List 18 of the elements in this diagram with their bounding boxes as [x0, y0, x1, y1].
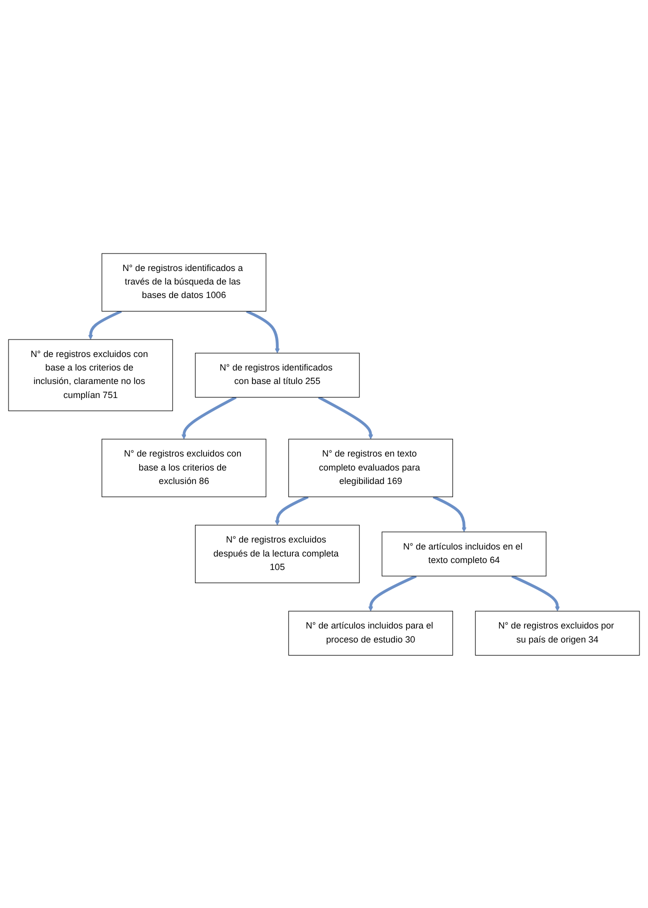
node-box [102, 438, 266, 497]
node-box [382, 531, 546, 576]
node-box [288, 438, 454, 497]
node-box [194, 524, 360, 583]
arrow [181, 396, 237, 439]
arrow [318, 396, 374, 439]
arrow [368, 574, 417, 611]
arrow [432, 495, 467, 532]
node-box [102, 252, 266, 312]
arrow [88, 310, 122, 340]
flowchart: N° de registros identificados a través de la búsqueda de las bases de datos 1006 N° de registros excluidos con base a los criterios de inclusión, claramente no los cumplían 751 N° de registros identificados con base al título 255 N° de registros excluidos con base a los criterios de exclusión 86 N° de registros en texto completo evaluados para elegibilidad 169 N° de registros excluidos después de la lectura completa 105 N° de artículos incluidos en el texto completo 64 N° de registros excluidos por su país de origen 34 N° de artículos incluidos para el proceso de estudio 30 [4, 248, 644, 660]
arrow [274, 495, 309, 525]
arrow [246, 310, 280, 353]
node-box [288, 610, 454, 656]
node-box [475, 610, 640, 656]
node-box [194, 352, 360, 398]
arrow [511, 574, 560, 611]
node-box [8, 338, 173, 411]
